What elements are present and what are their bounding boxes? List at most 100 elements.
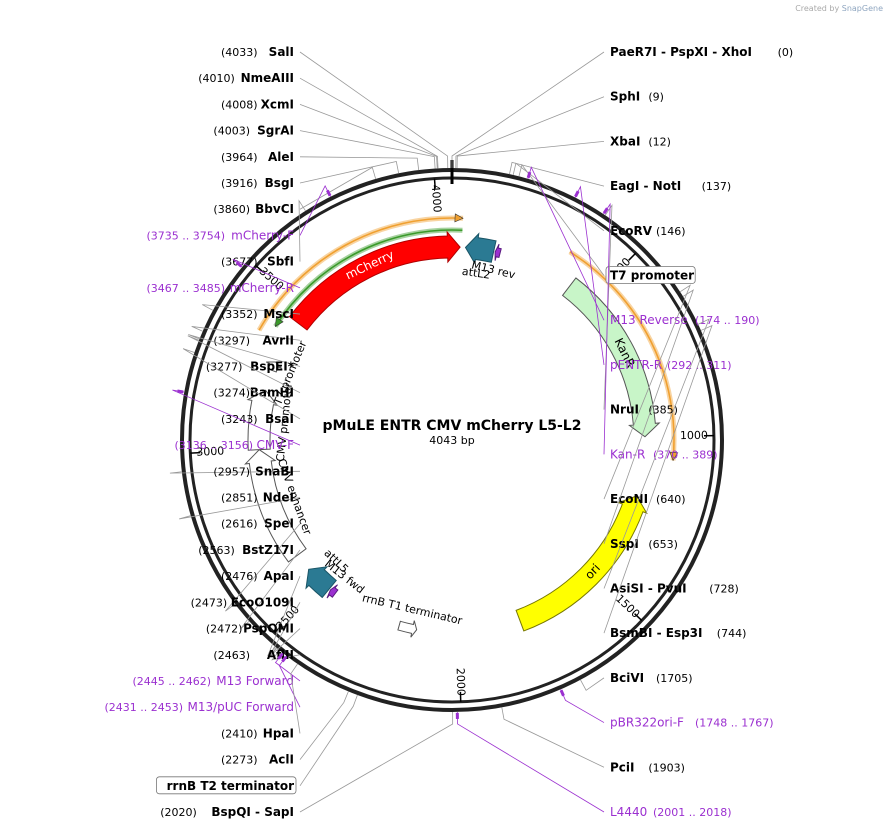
site-sgrai[interactable]: SgrAI(4003) [213, 124, 436, 169]
tick-label-3000: 3000 [196, 444, 225, 458]
site-spei[interactable]: SpeI(2616) [221, 517, 301, 612]
site-m13-reverse[interactable]: M13 Reverse(174 .. 190) [526, 166, 760, 327]
site-pentr-r[interactable]: pENTR-R(292 .. 311) [574, 185, 732, 372]
site-loc-sgrai: (4003) [213, 125, 250, 138]
site-loc-pbr322ori-f: (1748 .. 1767) [695, 717, 774, 730]
site-sali[interactable]: SalI(4033) [221, 45, 449, 169]
site-nmeaiii[interactable]: NmeAIII(4010) [198, 71, 439, 169]
feature-shape-m13-fwd[interactable] [326, 584, 339, 599]
tick-3000 [190, 451, 201, 454]
site-name-bbvci: BbvCI [255, 202, 294, 216]
site-leader-sgrai [299, 130, 436, 169]
site-loc-paer7i-pspxi-xhoi: (0) [778, 46, 794, 59]
site-name-pspomi: PspOMI [243, 622, 294, 636]
site-alei[interactable]: AleI(3964) [221, 150, 420, 171]
site-loc-nmeaiii: (4010) [198, 72, 235, 85]
site-xcmi[interactable]: XcmI(4008) [221, 97, 438, 169]
site-mcherry-r[interactable]: mCherry-R(3467 .. 3485) [146, 258, 301, 295]
site-leader-snabi [169, 470, 301, 474]
site-t7-promoter[interactable]: T7 promoter [518, 163, 696, 284]
site-avrii[interactable]: AvrII (3297) [191, 326, 301, 347]
site-name-ecorv: EcoRV [610, 224, 653, 238]
feature-shape-attl5[interactable] [305, 566, 337, 599]
site-leader-bspei [188, 334, 301, 367]
site-bsgi[interactable]: BsgI(3916) [221, 161, 400, 191]
site-loc-mcherry-f: (3735 .. 3754) [146, 229, 225, 242]
site-m13-puc-forward[interactable]: M13/pUC Forward(2431 .. 2453) [104, 655, 301, 714]
site-leader-pspomi [268, 628, 301, 658]
site-msci[interactable]: MscI(3352) [202, 304, 301, 321]
site-loc-hpai: (2410) [221, 727, 258, 740]
feature-rrnb-t1-terminator[interactable]: rrnB T1 terminator [361, 591, 464, 638]
site-leader-msci [202, 304, 301, 315]
site-pbr322ori-f[interactable]: pBR322ori-F(1748 .. 1767) [559, 689, 774, 730]
feature-shape-cmv-promoter[interactable] [246, 389, 279, 451]
site-bspqi-sapi[interactable]: BspQI - SapI (2020) [160, 711, 454, 819]
site-loc-aflii: (2463) [213, 649, 250, 662]
site-loc-pspomi: (2472) [206, 623, 243, 636]
site-l4440[interactable]: L4440(2001 .. 2018) [455, 711, 732, 819]
site-ndei[interactable]: NdeI(2851) [179, 491, 301, 520]
site-bbvci[interactable]: BbvCI(3860) [213, 166, 377, 216]
site-rrnb-t2-terminator[interactable]: rrnB T2 terminator [155, 694, 358, 795]
site-name-sbfi: SbfI [267, 255, 294, 269]
primer-mark-pentr-r [574, 190, 580, 198]
site-labels: SalI(4033)NmeAIII(4010)XcmI(4008)SgrAI(4… [104, 45, 793, 819]
site-bspei[interactable]: BspEI*(3277) [188, 334, 301, 374]
site-ecorv[interactable]: EcoRV(146) [512, 162, 686, 238]
feature-ori[interactable]: ori [515, 495, 648, 632]
site-loc-asisi-pvui: (728) [709, 582, 739, 595]
site-loc-bspqi-sapi: (2020) [160, 806, 197, 819]
feature-shape-kanr[interactable] [561, 277, 661, 438]
site-name-bspqi-sapi: BspQI - SapI [211, 805, 294, 819]
feature-shape-rrnb-t1-terminator[interactable] [397, 620, 418, 638]
site-pcii[interactable]: PciI(1903) [501, 707, 685, 774]
site-leader-aflii [271, 650, 301, 661]
site-name-bcivi: BciVI [610, 671, 644, 685]
site-sspi[interactable]: SspI(653) [603, 289, 694, 551]
site-name-t7-promoter: T7 promoter [610, 269, 694, 283]
site-name-bamhi: BamHI [250, 386, 294, 400]
site-asisi-pvui[interactable]: AsiSI - PvuI(728) [603, 318, 739, 595]
site-acli[interactable]: AclI(2273) [221, 691, 349, 767]
site-econi[interactable]: EcoNI(640) [603, 284, 691, 506]
feature-shape-ori[interactable] [515, 495, 648, 632]
site-cmv-f[interactable]: CMV-F(3136 .. 3156) [172, 389, 301, 452]
site-paer7i-pspxi-xhoi[interactable]: PaeR7I - PspXI - XhoI(0) [451, 45, 794, 168]
site-mcherry-f[interactable]: mCherry-F(3735 .. 3754) [146, 185, 332, 243]
site-snabi[interactable]: SnaBI(2957) [169, 464, 301, 478]
site-eagi-noti[interactable]: EagI - NotI(137) [509, 161, 731, 193]
site-xbai[interactable]: XbaI(12) [456, 134, 671, 169]
site-leader-bcivi [580, 677, 605, 691]
site-ecoo109i[interactable]: EcoO109I(2473) [191, 595, 301, 658]
site-leader-bbvci [299, 166, 377, 210]
site-m13-forward[interactable]: M13 Forward(2445 .. 2462) [132, 652, 301, 688]
site-pspomi[interactable]: PspOMI(2472) [206, 622, 301, 658]
tick-label-4000: 4000 [429, 184, 444, 213]
orange-orf-right [569, 251, 675, 461]
credit-prefix: Created by [795, 4, 840, 13]
site-name-bspei: BspEI* [250, 359, 295, 373]
feature-shape-t7-promoter[interactable] [266, 361, 283, 373]
site-loc-m13-puc-forward: (2431 .. 2453) [104, 701, 183, 714]
site-name-l4440: L4440 [610, 805, 647, 819]
feature-shape-attl2[interactable] [464, 232, 497, 265]
site-bsmbi-esp3i[interactable]: BsmBI - Esp3I(744) [603, 324, 746, 641]
site-leader-xcmi [299, 104, 438, 169]
site-bcivi[interactable]: BciVI(1705) [580, 671, 693, 691]
feature-cmv-promoter[interactable]: CMV promoter [246, 382, 295, 463]
feature-attl2[interactable]: attL2 [461, 232, 497, 282]
site-hpai[interactable]: HpaI (2410) [221, 663, 301, 740]
site-name-avrii: AvrII [262, 333, 294, 347]
site-bamhi[interactable]: BamHI(3274) [187, 335, 301, 400]
site-aflii[interactable]: AflII(2463) [213, 648, 301, 662]
site-bstz17i[interactable]: BstZ17I(2563) [198, 543, 301, 630]
site-loc-avrii: (3297) [213, 334, 250, 347]
feature-shape-m13-rev[interactable] [494, 243, 502, 261]
site-name-msci: MscI [263, 307, 294, 321]
feature-shape-mcherry[interactable] [288, 230, 461, 331]
site-loc-mcherry-r: (3467 .. 3485) [146, 282, 225, 295]
site-name-econi: EcoNI [610, 492, 648, 506]
site-name-hpai: HpaI [263, 726, 294, 740]
site-sphi[interactable]: SphI(9) [455, 90, 664, 169]
